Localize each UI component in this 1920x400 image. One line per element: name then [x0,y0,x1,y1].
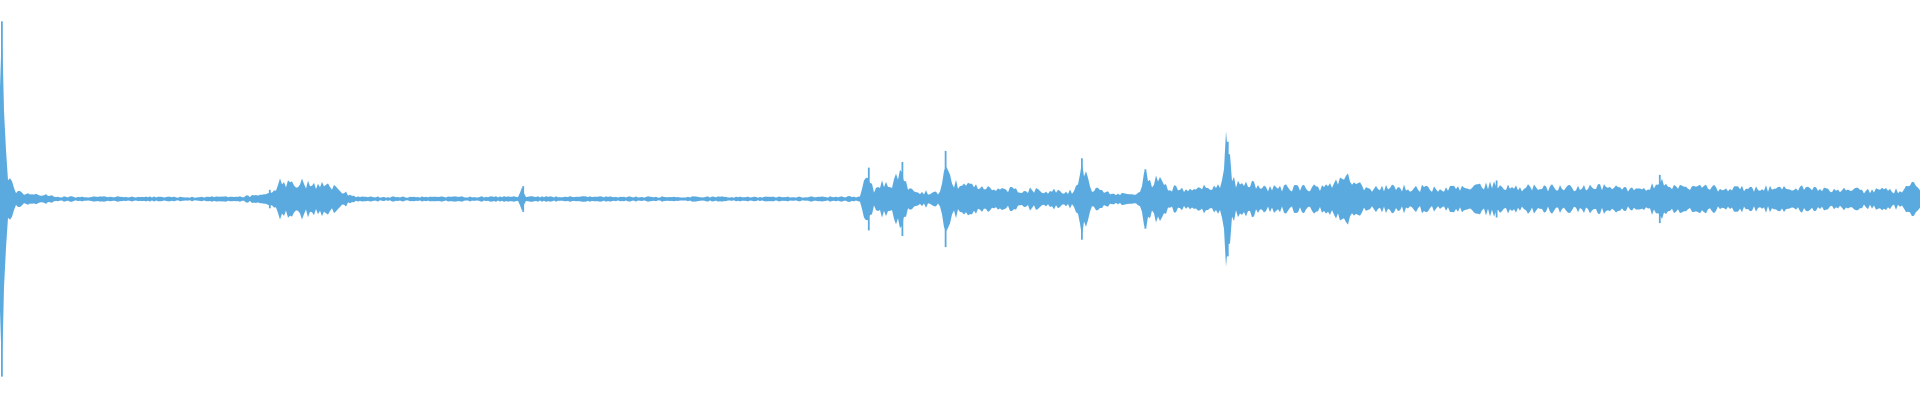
waveform-channel [0,21,1920,377]
